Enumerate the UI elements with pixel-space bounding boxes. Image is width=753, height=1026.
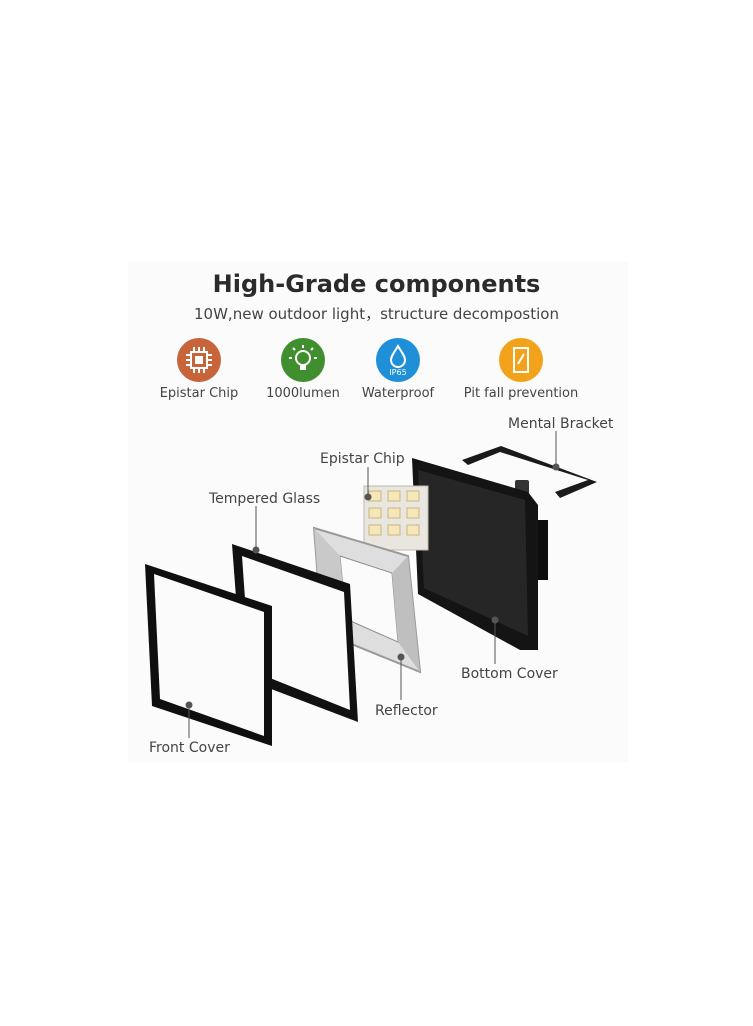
front-cover xyxy=(145,564,272,746)
feature-label: 1000lumen xyxy=(266,386,340,401)
chip-icon xyxy=(177,338,221,382)
callout-bottom-cover: Bottom Cover xyxy=(461,666,558,682)
feature-label: Pit fall prevention xyxy=(463,386,579,401)
feature-pit-fall: Pit fall prevention xyxy=(461,338,581,401)
door-icon xyxy=(499,338,543,382)
feature-label: Waterproof xyxy=(361,386,435,401)
lightbulb-icon xyxy=(281,338,325,382)
feature-waterproof: IP65 Waterproof xyxy=(338,338,458,401)
page-title: High-Grade components xyxy=(212,270,541,298)
epistar-chip-board xyxy=(363,485,429,551)
callout-epistar-chip: Epistar Chip xyxy=(320,451,405,467)
page-subtitle: 10W,new outdoor light，structure decompos… xyxy=(194,305,559,323)
water-drop-icon: IP65 xyxy=(376,338,420,382)
callout-metal-bracket: Mental Bracket xyxy=(508,416,614,432)
feature-lumen: 1000lumen xyxy=(243,338,363,401)
bottom-cover xyxy=(412,458,548,650)
callout-front-cover: Front Cover xyxy=(149,740,230,756)
callout-reflector: Reflector xyxy=(375,703,438,719)
feature-epistar-chip: Epistar Chip xyxy=(139,338,259,401)
ip-badge: IP65 xyxy=(389,368,406,377)
callout-tempered-glass: Tempered Glass xyxy=(209,491,321,507)
feature-label: Epistar Chip xyxy=(159,386,239,401)
